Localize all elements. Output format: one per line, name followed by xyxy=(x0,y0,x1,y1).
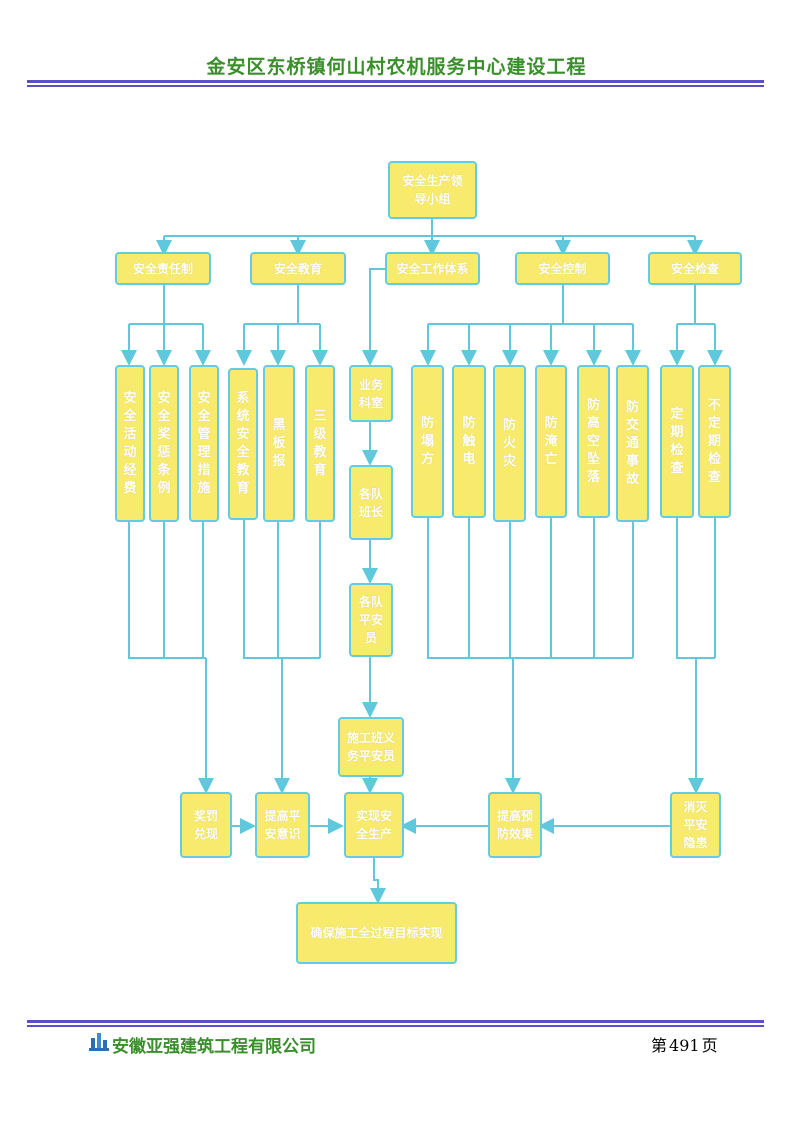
chain-team-leaders: 各队班长 xyxy=(349,465,393,540)
header-rule xyxy=(27,80,764,87)
outcome-eliminate-hazards: 消灭平安隐患 xyxy=(670,792,721,858)
page-suffix: 页 xyxy=(701,1036,718,1055)
org-flowchart-connectors xyxy=(121,219,723,904)
footer-company-name: 安徽亚强建筑工程有限公司 xyxy=(112,1037,316,1057)
item-prevent-traffic-accident: 防交通事故 xyxy=(616,365,649,522)
item-system-safety-education: 系统安全教育 xyxy=(228,368,258,520)
item-prevent-fall-from-height: 防高空坠落 xyxy=(577,365,610,518)
chain-team-safety-officers: 各队平安员 xyxy=(349,583,393,657)
category-safety-inspection: 安全检查 xyxy=(648,252,742,285)
outcome-raise-safety-awareness: 提高平安意识 xyxy=(255,792,310,858)
company-logo-icon xyxy=(89,1033,109,1051)
goal-ensure-construction-targets: 确保施工全过程目标实现 xyxy=(296,902,457,964)
item-three-level-education: 三级教育 xyxy=(305,365,335,522)
page-prefix: 第 xyxy=(651,1036,668,1055)
item-prevent-electric-shock: 防触电 xyxy=(452,365,486,518)
item-regular-inspection: 定期检查 xyxy=(660,365,694,518)
category-safety-control: 安全控制 xyxy=(515,252,610,285)
outcome-improve-prevention: 提高预防效果 xyxy=(488,792,542,858)
item-irregular-inspection: 不定期检查 xyxy=(698,365,731,518)
chain-business-department: 业务科室 xyxy=(349,365,393,422)
item-prevent-drowning: 防淹亡 xyxy=(535,365,567,518)
document-title: 金安区东桥镇何山村农机服务中心建设工程 xyxy=(206,56,587,78)
item-activity-funds: 安全活动经费 xyxy=(115,365,145,522)
page-number-value: 491 xyxy=(669,1036,700,1055)
item-prevent-collapse: 防塌方 xyxy=(411,365,444,518)
category-safety-work-system: 安全工作体系 xyxy=(385,252,480,285)
footer-rule xyxy=(27,1020,764,1027)
category-safety-responsibility: 安全责任制 xyxy=(115,252,211,285)
outcome-reward-fulfilled: 奖罚兑现 xyxy=(180,792,232,858)
item-prevent-fire: 防火灾 xyxy=(493,365,526,522)
chain-volunteer-safety-officers: 施工班义务平安员 xyxy=(338,717,404,777)
item-reward-punishment-rules: 安全奖惩条例 xyxy=(149,365,179,522)
item-management-measures: 安全管理措施 xyxy=(189,365,219,522)
item-blackboard: 黑板报 xyxy=(263,365,295,522)
category-safety-education: 安全教育 xyxy=(250,252,346,285)
root-node-safety-leadership-group: 安全生产领导小组 xyxy=(388,161,477,219)
outcome-achieve-safe-production: 实现安全生产 xyxy=(344,792,404,858)
